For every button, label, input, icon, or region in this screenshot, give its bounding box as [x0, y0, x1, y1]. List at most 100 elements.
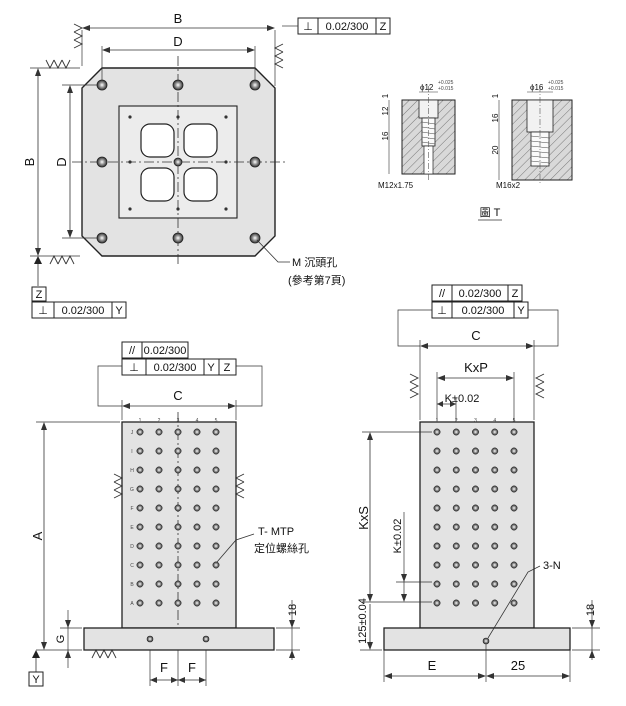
tapped-hole — [510, 561, 518, 569]
tapped-hole — [136, 599, 144, 607]
tapped-hole — [510, 447, 518, 455]
grid-col-label: 2 — [455, 418, 458, 424]
grid-row-label: C — [130, 563, 134, 569]
tapped-hole — [155, 599, 163, 607]
svg-text:1: 1 — [381, 93, 390, 98]
tapped-hole — [510, 428, 518, 436]
detail-t: ϕ12 +0.025 +0.015 1 12 16 M12x1.75 ϕ16 +… — [378, 80, 573, 221]
tapped-hole — [433, 447, 441, 455]
tapped-hole — [433, 504, 441, 512]
grid-row-label: G — [130, 487, 134, 493]
top-window — [183, 123, 218, 158]
svg-text:0.02/300: 0.02/300 — [144, 345, 187, 357]
tapped-hole — [452, 523, 460, 531]
grid-col-label: 2 — [158, 418, 161, 424]
tapped-hole — [136, 466, 144, 474]
tapped-hole — [155, 485, 163, 493]
svg-text:Y: Y — [207, 362, 215, 374]
dim-d-top: D — [173, 34, 182, 49]
grid-row-label: A — [130, 601, 134, 607]
tapped-hole — [452, 428, 460, 436]
tapped-hole — [491, 485, 499, 493]
svg-text:0.02/300: 0.02/300 — [326, 21, 369, 33]
tapped-hole — [193, 447, 201, 455]
tolerance-frame-y: ⊥ 0.02/300 Y — [31, 301, 127, 319]
tapped-hole — [472, 428, 479, 436]
tapped-hole — [174, 447, 182, 455]
tapped-hole — [193, 504, 201, 512]
datum-z-label: Z — [36, 289, 43, 301]
svg-text:20: 20 — [491, 145, 500, 154]
tapped-hole — [491, 599, 499, 607]
tapped-hole — [433, 561, 441, 569]
detail-t-caption: 圖 T — [480, 206, 501, 219]
tapped-hole — [491, 428, 499, 436]
svg-text://: // — [129, 345, 136, 357]
side-dim-125: 125±0.04 — [357, 598, 369, 644]
svg-text:12: 12 — [381, 106, 390, 115]
tapped-hole — [491, 466, 499, 474]
grid-row-label: H — [130, 468, 134, 474]
tapped-hole — [452, 599, 460, 607]
grid-row-label: I — [131, 449, 132, 455]
svg-text:Z: Z — [224, 362, 231, 374]
tapped-hole — [174, 561, 182, 569]
tapped-hole — [136, 523, 144, 531]
tapped-hole — [212, 561, 220, 569]
tapped-hole — [155, 542, 163, 550]
tapped-hole — [510, 580, 518, 588]
svg-text:+0.025: +0.025 — [548, 80, 564, 86]
side-dim-kxs: KxS — [356, 506, 371, 530]
tapped-hole — [155, 504, 163, 512]
top-window — [140, 123, 175, 158]
svg-text:0.02/300: 0.02/300 — [459, 288, 502, 300]
tapped-hole — [212, 466, 220, 474]
tapped-hole — [472, 542, 479, 550]
tapped-hole — [491, 523, 499, 531]
tapped-hole — [433, 485, 441, 493]
svg-text:⊥: ⊥ — [303, 21, 313, 33]
tapped-hole — [433, 466, 441, 474]
tapped-hole — [155, 580, 163, 588]
tapped-hole — [212, 580, 220, 588]
tapped-hole — [491, 447, 499, 455]
svg-text:Z: Z — [512, 288, 519, 300]
tapped-hole — [212, 542, 220, 550]
svg-text:Z: Z — [380, 21, 387, 33]
svg-text:16: 16 — [381, 131, 390, 140]
svg-text:⊥: ⊥ — [129, 362, 139, 374]
tapped-hole — [155, 561, 163, 569]
svg-text:0.02/300: 0.02/300 — [62, 305, 105, 317]
tapped-hole — [174, 466, 182, 474]
note-3n: 3-N — [543, 560, 561, 572]
grid-col-label: 1 — [436, 418, 439, 424]
front-dim-c: C — [173, 388, 182, 403]
tapped-hole — [452, 542, 460, 550]
counterbore-note: M 沉頭孔 — [292, 256, 337, 269]
dim-b-left: B — [22, 158, 37, 167]
top-view: B D B D ⊥ 0.02/300 — [22, 11, 391, 319]
tmtp-note: T- MTP — [258, 526, 294, 538]
tapped-hole — [472, 523, 479, 531]
side-view: // 0.02/300 Z ⊥ 0.02/300 Y C KxP K±0.02 — [356, 284, 600, 682]
tapped-hole — [136, 580, 144, 588]
tapped-hole — [174, 580, 182, 588]
tapped-hole — [452, 447, 460, 455]
tmtp-note-desc: 定位螺絲孔 — [254, 541, 309, 555]
svg-text:+0.025: +0.025 — [438, 80, 454, 86]
tapped-hole — [193, 561, 201, 569]
tapped-hole — [136, 447, 144, 455]
tapped-hole — [452, 466, 460, 474]
tapped-hole — [472, 580, 479, 588]
tapped-hole — [452, 504, 460, 512]
tapped-hole — [174, 428, 182, 436]
tapped-hole — [174, 523, 182, 531]
front-dim-18: 18 — [287, 604, 299, 616]
tapped-hole — [193, 428, 201, 436]
tapped-hole — [193, 485, 201, 493]
tapped-hole — [136, 542, 144, 550]
